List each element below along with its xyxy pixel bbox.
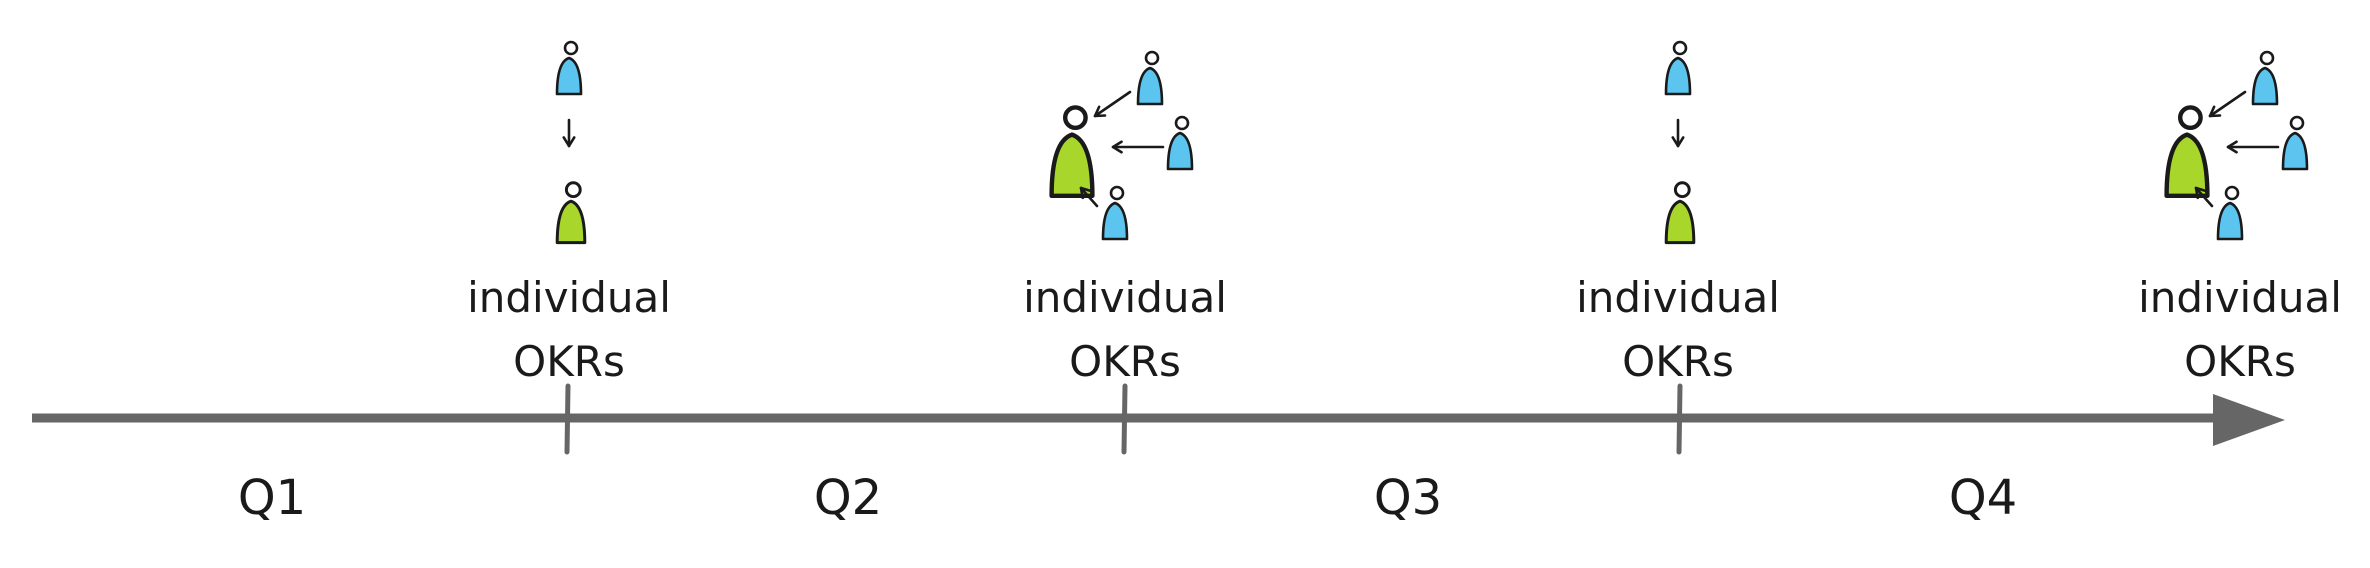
arrow-head <box>562 136 576 148</box>
person-head <box>1672 40 1688 56</box>
person-head <box>564 181 582 199</box>
arrow-icon-from-top <box>2208 90 2247 118</box>
quarter-divider-tick-1 <box>564 383 571 455</box>
person-head <box>1174 115 1190 131</box>
timeline-axis <box>32 383 2285 455</box>
milestone-label-1-line2: OKRs <box>513 337 625 386</box>
arrow-head <box>1079 186 1092 200</box>
arrow-right-icon <box>2213 394 2285 446</box>
person-head <box>1144 50 1160 66</box>
arrow-head <box>2194 186 2207 200</box>
person-body <box>2251 66 2279 106</box>
person-icon-blue <box>555 40 583 96</box>
arrow-shaft <box>1093 90 1132 118</box>
person-icon-green <box>1664 181 1696 245</box>
person-head <box>2177 105 2203 131</box>
arrow-icon-down <box>1671 118 1685 148</box>
person-head <box>1109 185 1125 201</box>
person-icon-blue-top <box>1136 50 1164 106</box>
milestone-icons <box>555 40 2309 245</box>
person-body <box>1664 56 1692 96</box>
milestone-icon-1 <box>555 40 587 245</box>
person-icon-blue-top <box>2251 50 2279 106</box>
arrow-head <box>1093 105 1107 118</box>
milestone-label-4: individual OKRs <box>2090 266 2370 394</box>
person-icon-green-large <box>1049 105 1095 199</box>
milestone-label-2: individual OKRs <box>975 266 1275 394</box>
milestone-label-2-line1: individual <box>1023 273 1227 322</box>
milestone-label-4-line1: individual <box>2138 273 2342 322</box>
arrow-shaft <box>1079 186 1099 208</box>
quarter-label-q4: Q4 <box>1948 470 2018 526</box>
arrow-icon-from-right <box>2226 140 2280 154</box>
person-icon-blue <box>1664 40 1692 96</box>
arrow-icon-from-top <box>1093 90 1132 118</box>
person-head <box>1673 181 1691 199</box>
person-body <box>555 199 587 245</box>
arrow-shaft <box>2208 90 2247 118</box>
quarter-label-q1: Q1 <box>237 470 307 526</box>
quarter-label-q3: Q3 <box>1373 470 1443 526</box>
arrow-head <box>1671 136 1685 148</box>
person-body <box>1049 132 1095 199</box>
person-body <box>2216 201 2244 241</box>
person-body <box>1664 199 1696 245</box>
person-head <box>2224 185 2240 201</box>
arrow-head <box>2226 140 2238 154</box>
arrow-head <box>1111 140 1123 154</box>
person-icon-green-large <box>2164 105 2210 199</box>
arrow-icon-from-bottom <box>1079 186 1099 208</box>
milestone-label-3-line2: OKRs <box>1622 337 1734 386</box>
person-body <box>1166 131 1194 171</box>
arrow-shaft <box>2194 186 2214 208</box>
milestone-label-1-line1: individual <box>467 273 671 322</box>
milestone-label-4-line2: OKRs <box>2184 337 2296 386</box>
arrow-icon-from-right <box>1111 140 1165 154</box>
milestone-icon-4 <box>2164 50 2309 241</box>
person-icon-blue-bottom <box>1101 185 1129 241</box>
person-icon-blue-right <box>2281 115 2309 171</box>
arrow-head <box>2208 105 2222 118</box>
milestone-label-3: individual OKRs <box>1528 266 1828 394</box>
milestone-label-2-line2: OKRs <box>1069 337 1181 386</box>
arrow-icon-down <box>562 118 576 148</box>
milestone-icon-3 <box>1664 40 1696 245</box>
milestone-label-1: individual OKRs <box>419 266 719 394</box>
person-head <box>2259 50 2275 66</box>
person-head <box>563 40 579 56</box>
person-icon-blue-right <box>1166 115 1194 171</box>
arrow-icon-from-bottom <box>2194 186 2214 208</box>
person-body <box>1136 66 1164 106</box>
milestone-icon-2 <box>1049 50 1194 241</box>
person-body <box>2164 132 2210 199</box>
quarter-label-q2: Q2 <box>813 470 883 526</box>
person-body <box>2281 131 2309 171</box>
person-head <box>1062 105 1088 131</box>
quarter-divider-tick-2 <box>1121 383 1128 455</box>
person-body <box>1101 201 1129 241</box>
person-body <box>555 56 583 96</box>
quarter-divider-tick-3 <box>1676 383 1683 455</box>
person-icon-green <box>555 181 587 245</box>
person-head <box>2289 115 2305 131</box>
person-icon-blue-bottom <box>2216 185 2244 241</box>
milestone-label-3-line1: individual <box>1576 273 1780 322</box>
